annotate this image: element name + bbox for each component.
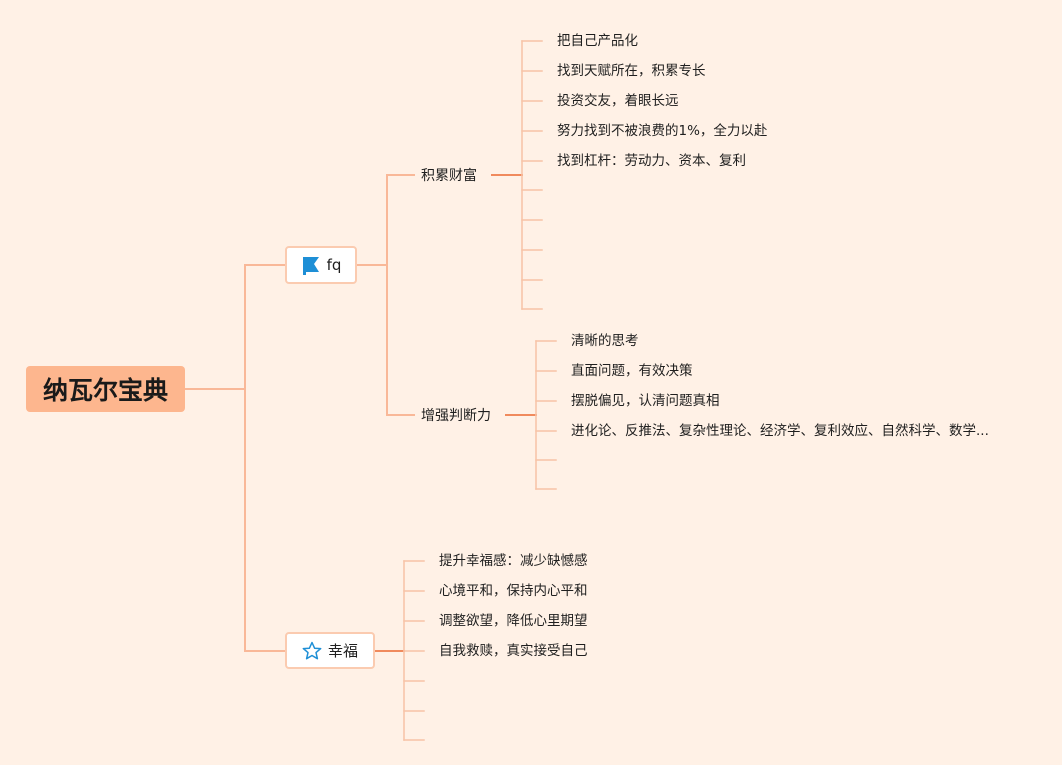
leaf-judgment-2[interactable]: 直面问题，有效决策 [571,362,693,380]
leaf-label: 投资交友，着眼长远 [557,93,679,109]
leaf-wealth-4[interactable]: 努力找到不被浪费的1%，全力以赴 [557,122,767,140]
root-topic[interactable]: 纳瓦尔宝典 [26,366,185,412]
branch-fq-label: fq [326,256,342,274]
leaf-happiness-3[interactable]: 调整欲望，降低心里期望 [439,612,588,630]
subtopic-judgment-label: 增强判断力 [421,408,491,424]
leaf-label: 清晰的思考 [571,333,639,349]
leaf-label: 找到天赋所在，积累专长 [557,63,706,79]
flag-icon [301,255,321,275]
leaf-label: 直面问题，有效决策 [571,363,693,379]
subtopic-judgment[interactable]: 增强判断力 [421,407,491,425]
leaf-label: 摆脱偏见，认清问题真相 [571,393,720,409]
leaf-happiness-4[interactable]: 自我救赎，真实接受自己 [439,642,588,660]
leaf-wealth-2[interactable]: 找到天赋所在，积累专长 [557,62,706,80]
leaf-label: 提升幸福感：减少缺憾感 [439,553,588,569]
subtopic-wealth-label: 积累财富 [421,168,477,184]
leaf-label: 调整欲望，降低心里期望 [439,613,588,629]
leaf-label: 进化论、反推法、复杂性理论、经济学、复利效应、自然科学、数学... [571,423,989,439]
leaf-judgment-4[interactable]: 进化论、反推法、复杂性理论、经济学、复利效应、自然科学、数学... [571,422,989,440]
leaf-happiness-2[interactable]: 心境平和，保持内心平和 [439,582,588,600]
leaf-label: 心境平和，保持内心平和 [439,583,588,599]
branch-happiness[interactable]: 幸福 [285,632,375,669]
leaf-judgment-3[interactable]: 摆脱偏见，认清问题真相 [571,392,720,410]
leaf-label: 把自己产品化 [557,33,638,49]
star-icon [302,641,322,661]
leaf-judgment-1[interactable]: 清晰的思考 [571,332,639,350]
branch-happiness-label: 幸福 [327,642,358,660]
leaf-label: 努力找到不被浪费的1%，全力以赴 [557,123,768,139]
leaf-label: 找到杠杆：劳动力、资本、复利 [557,153,746,169]
subtopic-wealth[interactable]: 积累财富 [421,167,477,185]
leaf-wealth-3[interactable]: 投资交友，着眼长远 [557,92,679,110]
leaf-wealth-5[interactable]: 找到杠杆：劳动力、资本、复利 [557,152,746,170]
leaf-happiness-1[interactable]: 提升幸福感：减少缺憾感 [439,552,588,570]
root-topic-label: 纳瓦尔宝典 [42,376,168,405]
leaf-label: 自我救赎，真实接受自己 [439,643,588,659]
branch-fq[interactable]: fq [285,246,357,284]
leaf-wealth-1[interactable]: 把自己产品化 [557,32,638,50]
